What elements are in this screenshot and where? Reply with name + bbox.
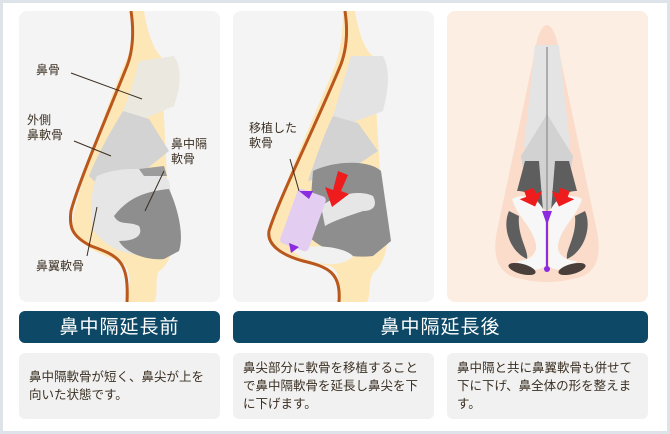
label-nasal-bone: 鼻骨 (36, 63, 61, 77)
before-description: 鼻中隔軟骨が短く、鼻尖が上を向いた状態です。 (19, 353, 220, 419)
after-front-illustration (447, 11, 648, 302)
label-lateral-cartilage-1: 外側 (27, 113, 52, 127)
after-side-illustration: 移植した 軟骨 (233, 11, 434, 302)
after-front-description-text: 鼻中隔と共に鼻翼軟骨も併せて下に下げ、鼻全体の形を整えます。 (457, 360, 633, 411)
nose-side-after-svg (267, 11, 391, 302)
nose-front-after-svg (495, 25, 599, 282)
before-side-illustration: 鼻骨 外側 鼻軟骨 鼻中隔 軟骨 鼻翼軟骨 (19, 11, 220, 302)
after-side-description: 鼻尖部分に軟骨を移植することで鼻中隔軟骨を延長し鼻尖を下に下げます。 (233, 353, 434, 419)
before-description-text: 鼻中隔軟骨が短く、鼻尖が上を向いた状態です。 (29, 369, 205, 402)
after-header: 鼻中隔延長後 (233, 311, 648, 343)
nose-side-before-svg (68, 11, 181, 302)
label-alar-cartilage: 鼻翼軟骨 (36, 259, 85, 273)
label-lateral-cartilage-2: 鼻軟骨 (27, 128, 64, 142)
label-grafted-cartilage-2: 軟骨 (249, 136, 274, 150)
before-header: 鼻中隔延長前 (19, 311, 220, 343)
label-grafted-cartilage-1: 移植した (249, 121, 298, 135)
after-front-description: 鼻中隔と共に鼻翼軟骨も併せて下に下げ、鼻全体の形を整えます。 (447, 353, 648, 419)
label-septal-cartilage-1: 鼻中隔 (171, 137, 208, 151)
after-side-description-text: 鼻尖部分に軟骨を移植することで鼻中隔軟骨を延長し鼻尖を下に下げます。 (243, 360, 419, 411)
label-septal-cartilage-2: 軟骨 (171, 152, 196, 166)
